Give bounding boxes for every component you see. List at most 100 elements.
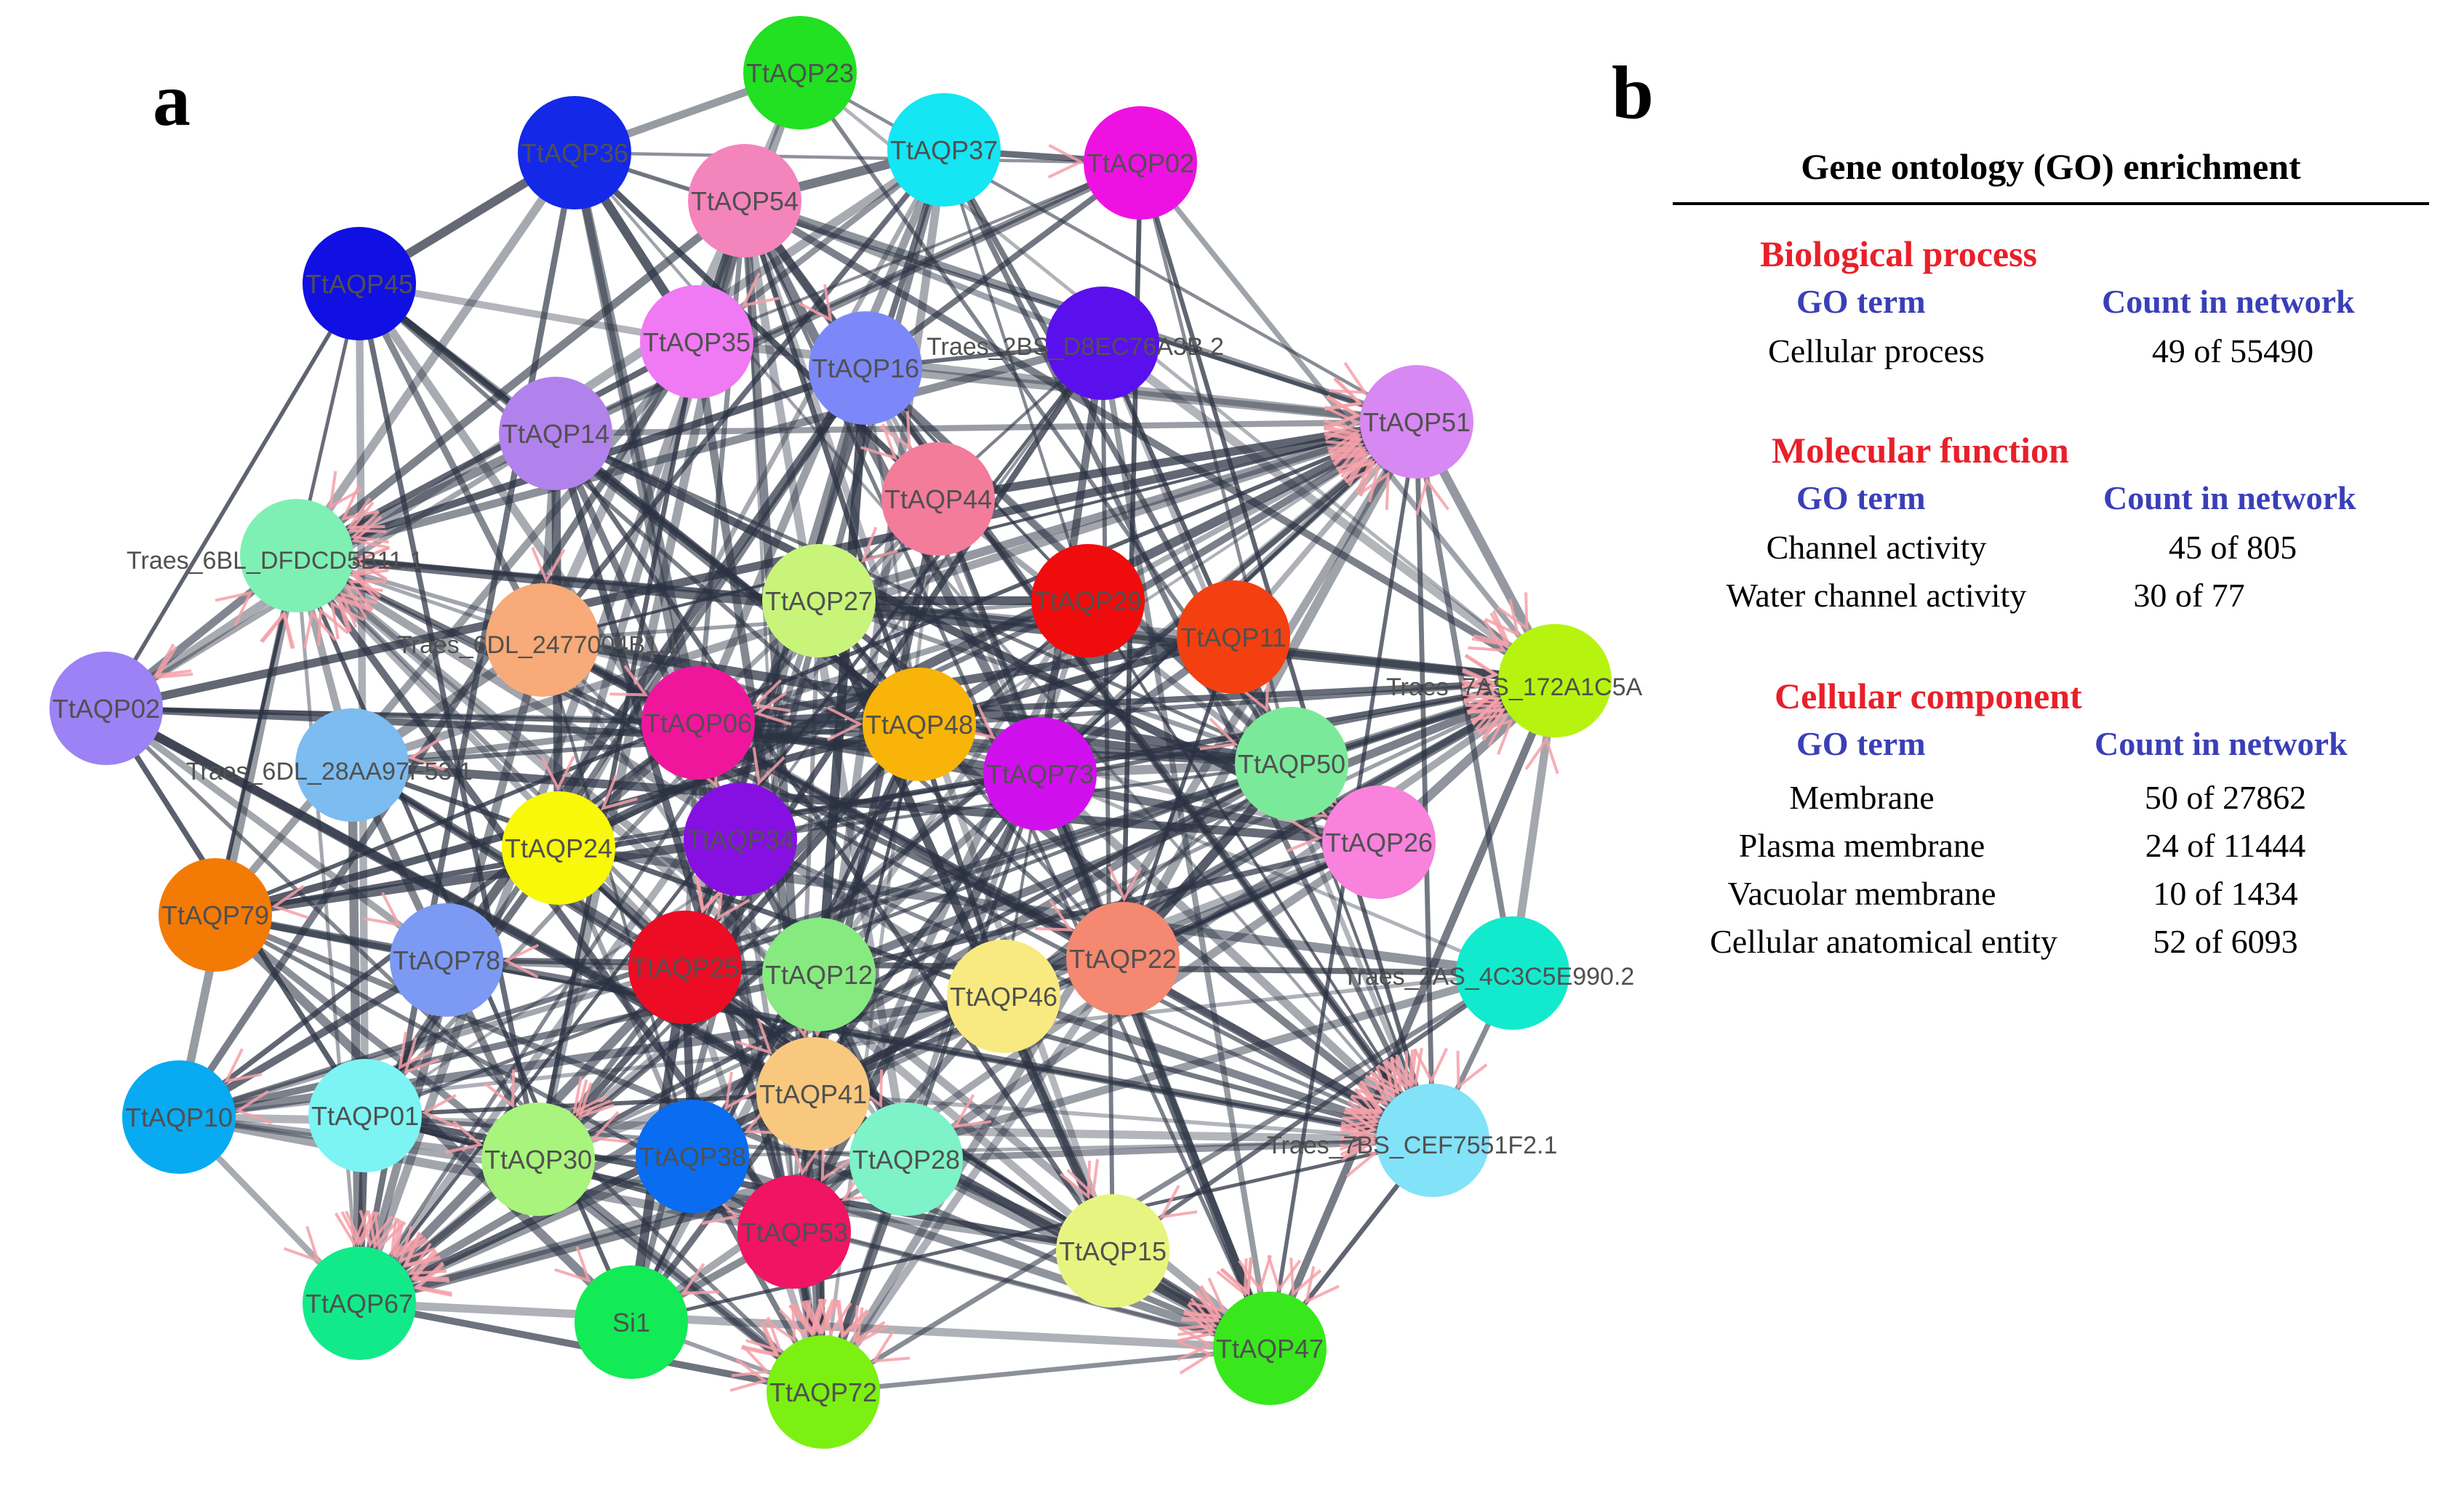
network-edge [103, 705, 450, 964]
network-edge [1001, 761, 1294, 999]
section-heading: Cellular component [1775, 676, 2082, 716]
count-cell: 10 of 1434 [2153, 875, 2298, 912]
node-circle [743, 16, 857, 129]
network-edge [817, 599, 1125, 961]
edge-arrowhead [1470, 713, 1509, 747]
node-circle [641, 666, 755, 780]
network-node: Traes_6DL_28AA97F53.1 [186, 708, 473, 822]
edge-arrowhead [329, 601, 365, 639]
edge-arrowhead [346, 497, 385, 529]
edge-arrowhead [680, 1263, 719, 1295]
edge-arrowhead [390, 1217, 424, 1257]
network-edge [815, 417, 1421, 605]
edge-arrowhead [1463, 698, 1503, 731]
node-label: TtAQP53 [740, 1217, 848, 1247]
network-node: TtAQP27 [762, 544, 876, 657]
edge-arrowhead [350, 511, 389, 544]
edge-arrowhead [577, 1082, 615, 1119]
network-node: TtAQP26 [1322, 785, 1436, 899]
node-circle [947, 940, 1060, 1053]
node-label: TtAQP24 [505, 833, 612, 863]
node-circle [481, 1103, 595, 1216]
node-circle [303, 227, 416, 340]
go-term-header: GO term [1796, 725, 1926, 762]
node-label: TtAQP06 [644, 708, 752, 738]
node-label: Traes_2BS_D8EC76A3B.2 [927, 333, 1224, 361]
edge-arrowhead [337, 595, 374, 632]
edge-arrowhead [1199, 717, 1239, 751]
node-label: Traes_6DL_2477004B1.1 [397, 631, 679, 659]
edge-arrowhead [1323, 419, 1361, 454]
network-edge [695, 719, 1436, 1144]
edge-arrowhead [790, 1298, 825, 1337]
node-label: TtAQP73 [986, 759, 1094, 789]
edge-arrowhead [778, 1300, 812, 1339]
edge-arrowhead [1462, 692, 1502, 725]
edge-arrowhead [340, 1210, 376, 1247]
node-circle [1046, 287, 1159, 400]
network-edge [572, 151, 1143, 165]
node-circle [881, 442, 995, 556]
edge-arrowhead [600, 774, 639, 811]
node-label: TtAQP02 [52, 694, 160, 724]
edge-arrowhead [871, 1329, 911, 1363]
network-edge [1098, 339, 1559, 685]
node-label: TtAQP11 [1180, 623, 1286, 652]
node-circle [1235, 707, 1348, 820]
node-label: TtAQP34 [687, 825, 794, 855]
network-node: TtAQP38 [636, 1100, 749, 1213]
network-node: Traes_2BS_D8EC76A3B.2 [927, 287, 1224, 400]
network-edge [903, 1137, 1436, 1163]
edge-arrowhead [716, 881, 751, 921]
edge-arrowhead [591, 1111, 630, 1144]
network-node: TtAQP16 [809, 311, 922, 425]
network-edge [695, 597, 1092, 727]
network-node: TtAQP22 [1066, 902, 1180, 1015]
edge-arrowhead [724, 1071, 759, 1111]
network-edge [693, 632, 1239, 728]
edge-arrowhead [729, 1358, 768, 1392]
edge-arrowhead [953, 1094, 992, 1128]
network-edge [556, 772, 1042, 850]
node-circle [628, 911, 742, 1024]
network-node: TtAQP48 [863, 668, 976, 781]
title-rule [1673, 202, 2429, 205]
node-circle [1213, 1292, 1327, 1405]
node-label: Si1 [612, 1308, 650, 1337]
node-circle [1498, 624, 1612, 737]
network-edge [292, 551, 1117, 1255]
edge-arrowhead [1066, 1159, 1100, 1198]
edge-arrowhead [1188, 1277, 1226, 1313]
network-node: TtAQP36 [518, 96, 631, 209]
edge-arrowhead [398, 1031, 433, 1071]
node-label: TtAQP47 [1216, 1334, 1324, 1364]
edge-arrowhead [334, 1209, 369, 1247]
node-label: TtAQP28 [852, 1145, 960, 1175]
node-label: TtAQP36 [521, 138, 628, 168]
edge-arrowhead [751, 679, 791, 713]
network-edge [863, 366, 921, 727]
network-edge [176, 964, 688, 1120]
network-edge [295, 553, 1435, 1143]
network-node: TtAQP51 [1360, 365, 1473, 479]
edge-arrowhead [553, 1246, 591, 1283]
edge-arrowhead [215, 591, 253, 626]
node-label: TtAQP30 [484, 1145, 592, 1175]
edge-arrowhead [1461, 653, 1499, 689]
go-term-cell: Cellular anatomical entity [1710, 923, 2057, 960]
network-edge [1265, 676, 1559, 1353]
panel-label-b: b [1612, 51, 1654, 135]
edge-arrowhead [879, 411, 911, 450]
node-circle [122, 1060, 236, 1174]
edge-arrowhead [1181, 1291, 1220, 1323]
count-cell: 52 of 6093 [2153, 923, 2298, 960]
node-label: Traes_6BL_DFDCD5B11.1 [127, 547, 423, 575]
edge-arrowhead [1413, 1047, 1449, 1084]
network-node: TtAQP54 [688, 144, 801, 257]
count-cell: 24 of 11444 [2145, 827, 2306, 864]
node-circle [756, 1037, 870, 1151]
network-node: Si1 [575, 1265, 688, 1379]
section-heading: Molecular function [1772, 430, 2069, 471]
count-header: Count in network [2103, 479, 2356, 516]
network-node: TtAQP02 [1084, 106, 1197, 220]
